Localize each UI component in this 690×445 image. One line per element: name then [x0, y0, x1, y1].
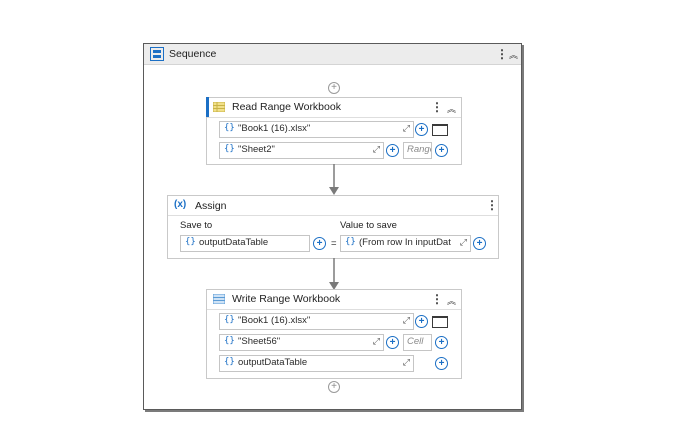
assign-activity[interactable]: (x) Assign ⋮ Save to Value to save {} ou…	[167, 195, 499, 259]
datatable-plus-icon[interactable]: +	[435, 357, 448, 370]
workbook-path-value: "Book1 (16).xlsx"	[238, 123, 311, 134]
sequence-menu-icon[interactable]: ⋮	[496, 47, 508, 61]
sequence-container[interactable]: Sequence ⋮ ︽ + Read Range Workbook ⋮ ︽ {…	[143, 43, 522, 410]
cell-placeholder: Cell	[407, 336, 424, 347]
expression-brace-icon: {}	[224, 336, 235, 346]
sheet-name-value: "Sheet56"	[238, 336, 281, 347]
excel-read-icon	[213, 102, 225, 112]
cell-plus-icon[interactable]: +	[435, 336, 448, 349]
write-range-collapse-icon[interactable]: ︽	[447, 296, 457, 306]
expand-editor-icon[interactable]: ⤢	[402, 123, 410, 133]
write-range-workbook-activity[interactable]: Write Range Workbook ⋮ ︽ {} "Book1 (16).…	[206, 289, 462, 379]
expand-editor-icon[interactable]: ⤢	[459, 237, 467, 247]
add-activity-top-icon[interactable]: +	[328, 82, 340, 94]
value-to-save-input[interactable]: {} (From row In inputDat ⤢	[340, 235, 471, 252]
range-input[interactable]: Range	[403, 142, 432, 159]
write-range-title: Write Range Workbook	[232, 293, 341, 305]
sheet-name-value: "Sheet2"	[238, 144, 275, 155]
browse-folder-icon[interactable]	[432, 316, 448, 328]
expression-brace-icon: {}	[345, 237, 356, 247]
expand-editor-icon[interactable]: ⤢	[402, 315, 410, 325]
assign-menu-icon[interactable]: ⋮	[486, 198, 498, 212]
cell-input[interactable]: Cell	[403, 334, 432, 351]
assign-icon: (x)	[174, 199, 187, 210]
read-range-title: Read Range Workbook	[232, 101, 341, 113]
divider	[207, 309, 461, 310]
expression-brace-icon: {}	[224, 315, 235, 325]
sheet-name-plus-icon[interactable]: +	[386, 336, 399, 349]
browse-folder-icon[interactable]	[432, 124, 448, 136]
sequence-title: Sequence	[169, 48, 217, 60]
save-to-plus-icon[interactable]: +	[313, 237, 326, 250]
sequence-collapse-icon[interactable]: ︽	[509, 50, 519, 60]
sheet-name-plus-icon[interactable]: +	[386, 144, 399, 157]
value-to-save-value: (From row In inputDat	[359, 237, 451, 248]
range-placeholder: Range	[407, 144, 431, 155]
equals-sign: =	[331, 238, 337, 249]
value-to-save-plus-icon[interactable]: +	[473, 237, 486, 250]
assign-title: Assign	[195, 200, 227, 212]
connector-arrow	[329, 258, 339, 290]
expression-brace-icon: {}	[224, 357, 235, 367]
expand-editor-icon[interactable]: ⤢	[372, 336, 380, 346]
save-to-label: Save to	[180, 220, 213, 231]
sequence-icon	[150, 47, 164, 61]
excel-write-icon	[213, 294, 225, 304]
workbook-path-plus-icon[interactable]: +	[415, 123, 428, 136]
save-to-input[interactable]: {} outputDataTable	[180, 235, 310, 252]
write-range-menu-icon[interactable]: ⋮	[431, 292, 443, 306]
expand-editor-icon[interactable]: ⤢	[372, 144, 380, 154]
value-to-save-label: Value to save	[340, 220, 397, 231]
workbook-path-input[interactable]: {} "Book1 (16).xlsx" ⤢	[219, 121, 414, 138]
save-to-value: outputDataTable	[199, 237, 269, 248]
workbook-path-input[interactable]: {} "Book1 (16).xlsx" ⤢	[219, 313, 414, 330]
expand-editor-icon[interactable]: ⤢	[402, 357, 410, 367]
read-range-workbook-activity[interactable]: Read Range Workbook ⋮ ︽ {} "Book1 (16).x…	[206, 97, 462, 165]
connector-arrow	[329, 164, 339, 195]
divider	[168, 215, 498, 216]
read-range-collapse-icon[interactable]: ︽	[447, 104, 457, 114]
range-plus-icon[interactable]: +	[435, 144, 448, 157]
expression-brace-icon: {}	[224, 144, 235, 154]
datatable-input[interactable]: {} outputDataTable ⤢	[219, 355, 414, 372]
sequence-header[interactable]: Sequence ⋮ ︽	[144, 44, 521, 65]
workbook-path-plus-icon[interactable]: +	[415, 315, 428, 328]
divider	[207, 117, 461, 118]
workbook-path-value: "Book1 (16).xlsx"	[238, 315, 311, 326]
add-activity-bottom-icon[interactable]: +	[328, 381, 340, 393]
datatable-value: outputDataTable	[238, 357, 308, 368]
sheet-name-input[interactable]: {} "Sheet56" ⤢	[219, 334, 384, 351]
expression-brace-icon: {}	[224, 123, 235, 133]
sheet-name-input[interactable]: {} "Sheet2" ⤢	[219, 142, 384, 159]
read-range-menu-icon[interactable]: ⋮	[431, 100, 443, 114]
expression-brace-icon: {}	[185, 237, 196, 247]
activity-selected-bar	[206, 97, 209, 117]
